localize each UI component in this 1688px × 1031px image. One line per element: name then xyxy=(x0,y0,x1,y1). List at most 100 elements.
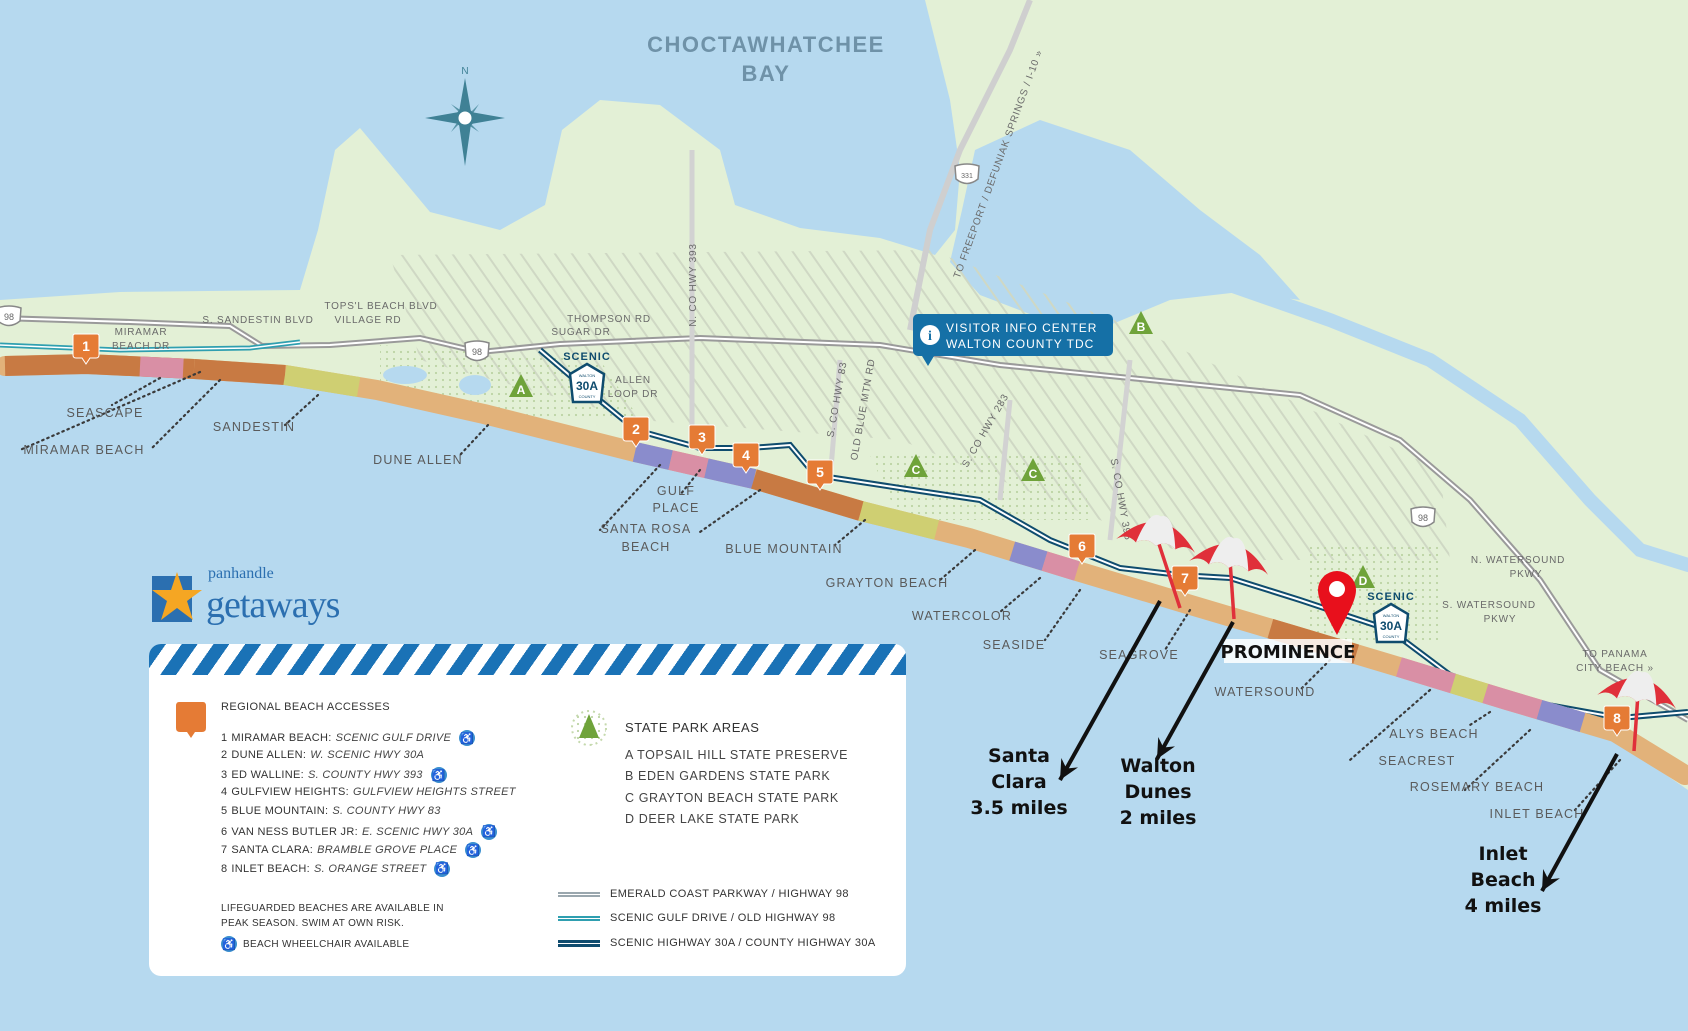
place-label: WATERCOLOR xyxy=(912,609,1012,623)
beach-umbrella-icon xyxy=(1116,514,1196,609)
starfish-icon xyxy=(152,572,202,622)
distance-label: 2 miles xyxy=(1120,807,1197,829)
place-label: BLUE MOUNTAIN xyxy=(725,542,842,556)
scenic-gulf-drive-swatch xyxy=(558,916,600,921)
place-label: GRAYTON BEACH xyxy=(826,576,949,590)
access-name: SANTA CLARA: xyxy=(231,844,314,857)
shield-number: 98 xyxy=(4,312,14,322)
marker-number: 5 xyxy=(816,464,824,480)
access-number: 3 xyxy=(221,769,228,782)
shield-number: 30A xyxy=(1380,619,1402,633)
bay-title: BAY xyxy=(742,61,791,86)
us-highway-shield: 98 xyxy=(1410,506,1436,528)
leader-line xyxy=(1298,658,1332,692)
place-label: MIRAMAR BEACH xyxy=(23,443,144,457)
road-legend-item: EMERALD COAST PARKWAY / HIGHWAY 98 xyxy=(610,888,849,900)
leader-line xyxy=(678,468,702,497)
shield-county: COUNTY xyxy=(579,394,596,399)
compass-rose-icon: N xyxy=(425,66,505,166)
visitor-info-callout[interactable]: i VISITOR INFO CENTER WALTON COUNTY TDC xyxy=(913,314,1113,366)
beach-segment xyxy=(668,450,709,478)
beach-access-marker-1[interactable]: 1 xyxy=(72,333,100,365)
highway-331-road xyxy=(907,0,1033,331)
map-pin-icon xyxy=(1318,571,1356,635)
access-name: GULFVIEW HEIGHTS: xyxy=(231,786,349,799)
access-name: MIRAMAR BEACH: xyxy=(231,732,332,744)
park-letter: C xyxy=(1029,467,1038,481)
state-park-marker[interactable]: C xyxy=(904,454,928,477)
leader-line xyxy=(458,423,490,457)
leader-line xyxy=(998,576,1042,614)
place-label: ALYS BEACH xyxy=(1389,727,1479,741)
place-label: INLET BEACH xyxy=(1490,807,1585,821)
beach-segment xyxy=(632,442,673,470)
access-number: 8 xyxy=(221,862,228,875)
beach-access-marker-4[interactable]: 4 xyxy=(732,442,760,474)
county-road xyxy=(997,399,1013,501)
lifeguard-note: PEAK SEASON. SWIM AT OWN RISK. xyxy=(221,918,405,929)
bay-east-lobe xyxy=(950,120,1300,325)
place-label: SEASIDE xyxy=(983,638,1046,652)
access-name: BLUE MOUNTAIN: xyxy=(231,804,329,817)
place-label: SEAGROVE xyxy=(1099,648,1179,662)
state-park-marker[interactable]: D xyxy=(1351,565,1375,588)
park-letter: C xyxy=(912,463,921,477)
shield-county: WALTON xyxy=(579,373,596,378)
state-park-marker[interactable]: A xyxy=(509,374,533,397)
wheelchair-icon: ♿ xyxy=(459,730,476,746)
beach-segment xyxy=(858,501,940,540)
shield-number: 98 xyxy=(1418,513,1428,523)
us-highway-shield: 98 xyxy=(464,340,490,362)
state-park-marker[interactable]: B xyxy=(1129,311,1153,334)
leader-line xyxy=(1163,608,1192,652)
access-number: 5 xyxy=(221,804,228,817)
beach-access-marker-5[interactable]: 5 xyxy=(806,459,834,491)
bay-title: CHOCTAWHATCHEE xyxy=(647,32,885,57)
beach-segment xyxy=(1536,700,1586,732)
access-number: 7 xyxy=(221,844,228,857)
beach-segment xyxy=(283,365,361,397)
shield-number: 331 xyxy=(961,173,973,180)
beach-access-marker-icon xyxy=(176,702,206,738)
shield-county: COUNTY xyxy=(1383,634,1400,639)
leader-line xyxy=(833,518,867,547)
distance-label: Walton xyxy=(1120,755,1195,777)
beach-access-marker-3[interactable]: 3 xyxy=(688,424,716,456)
marker-number: 2 xyxy=(632,421,640,437)
road-label: VILLAGE RD xyxy=(335,315,402,326)
road-legend-item: SCENIC GULF DRIVE / OLD HIGHWAY 98 xyxy=(610,912,836,924)
beach-access-title: REGIONAL BEACH ACCESSES xyxy=(221,701,390,713)
state-park-marker[interactable]: C xyxy=(1021,458,1045,481)
beach-access-marker-8[interactable]: 8 xyxy=(1603,705,1631,737)
distance-label: 4 miles xyxy=(1465,895,1542,917)
park-item: B EDEN GARDENS STATE PARK xyxy=(625,769,831,783)
road-label: THOMPSON RD xyxy=(567,314,651,325)
place-label: WATERSOUND xyxy=(1215,685,1316,699)
marker-number: 7 xyxy=(1181,570,1189,586)
park-letter: D xyxy=(1359,574,1368,588)
access-street: W. SCENIC HWY 30A xyxy=(310,748,425,761)
prominence-pin[interactable]: PROMINENCE xyxy=(1221,571,1356,663)
beach-access-marker-2[interactable]: 2 xyxy=(622,416,650,448)
beach-access-marker-7[interactable]: 7 xyxy=(1171,565,1199,597)
leader-line xyxy=(698,488,762,534)
wheelchair-icon: ♿ xyxy=(434,860,451,877)
lake xyxy=(383,366,427,384)
access-street: S. COUNTY HWY 393 xyxy=(308,769,423,782)
panhandle-getaways-logo: panhandle getaways xyxy=(150,566,350,630)
beach-access-marker-6[interactable]: 6 xyxy=(1068,533,1096,565)
marker-number: 1 xyxy=(82,338,90,354)
beach-segment xyxy=(1396,657,1456,694)
leader-line xyxy=(18,370,202,452)
distance-label: 3.5 miles xyxy=(970,797,1067,819)
road-label: ALLEN xyxy=(615,375,651,386)
wheelchair-icon: ♿ xyxy=(481,823,498,840)
leader-line xyxy=(1573,758,1622,812)
place-label: SANTA ROSA xyxy=(601,522,692,536)
